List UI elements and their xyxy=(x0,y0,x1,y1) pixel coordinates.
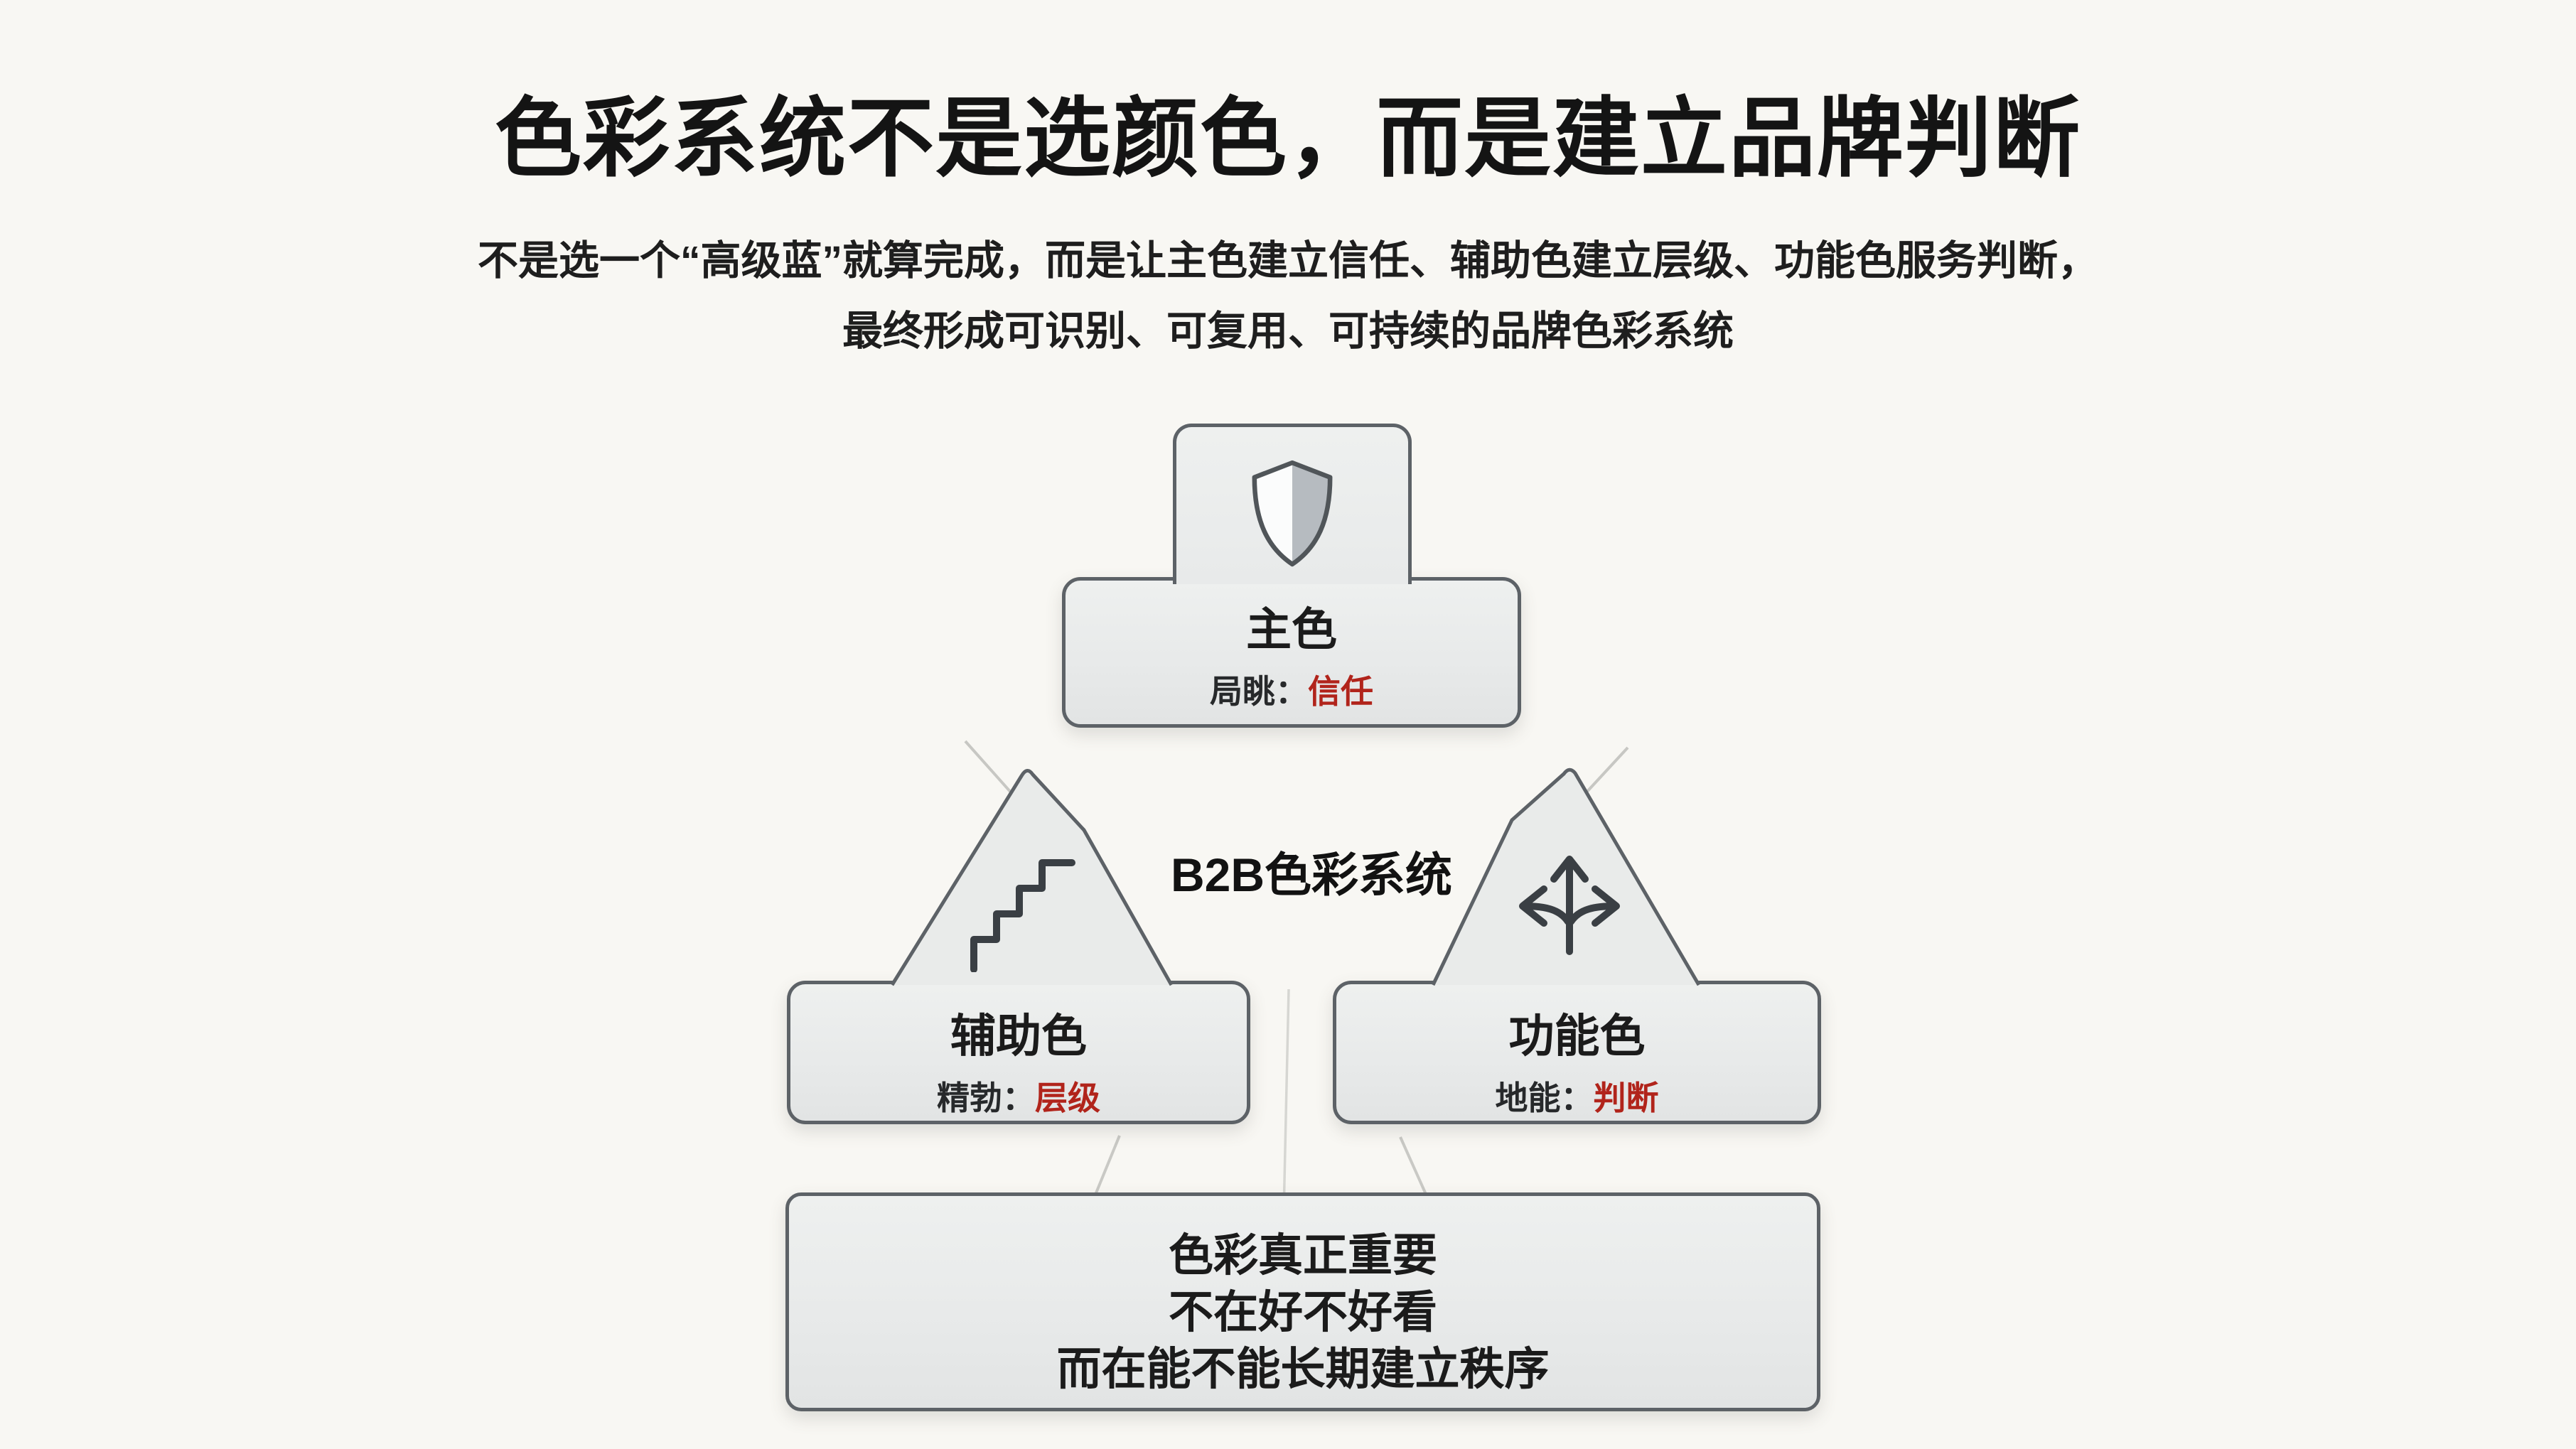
primary-node: 主色 局眺：信任 xyxy=(1062,577,1521,728)
functional-node: 功能色 地能：判断 xyxy=(1333,981,1821,1124)
primary-node-tab xyxy=(1173,424,1412,584)
secondary-role-value: 层级 xyxy=(1035,1079,1100,1117)
secondary-node-role: 精勃：层级 xyxy=(937,1072,1100,1119)
functional-node-title: 功能色 xyxy=(1508,1011,1646,1062)
primary-role-value: 信任 xyxy=(1308,673,1373,711)
conclusion-box: 色彩真正重要 不在好不好看 而在能不能长期建立秩序 xyxy=(785,1192,1820,1411)
stairs-icon xyxy=(970,859,1075,972)
conclusion-line-2: 不在好不好看 xyxy=(1169,1288,1437,1337)
directions-icon xyxy=(1519,856,1620,955)
functional-node-role: 地能：判断 xyxy=(1496,1072,1659,1119)
page-title: 色彩系统不是选颜色，而是建立品牌判断 xyxy=(495,90,2081,187)
primary-node-role: 局眺：信任 xyxy=(1210,666,1373,713)
conclusion-line-1: 色彩真正重要 xyxy=(1169,1231,1437,1281)
page-subtitle-line-2: 最终形成可识别、可复用、可持续的品牌色彩系统 xyxy=(842,308,1734,354)
primary-node-title: 主色 xyxy=(1246,604,1337,655)
functional-role-label: 地能： xyxy=(1495,1079,1594,1117)
secondary-mountain-shape xyxy=(890,769,1174,986)
secondary-node-title: 辅助色 xyxy=(950,1011,1087,1062)
shield-icon xyxy=(1252,460,1333,567)
secondary-node: 辅助色 精勃：层级 xyxy=(787,981,1250,1124)
conclusion-line-3: 而在能不能长期建立秩序 xyxy=(1056,1345,1550,1394)
center-label: B2B色彩系统 xyxy=(1170,849,1453,901)
secondary-role-label: 精勃： xyxy=(937,1079,1035,1117)
page-subtitle: 不是选一个“高级蓝”就算完成，而是让主色建立信任、辅助色建立层级、功能色服务判断… xyxy=(0,226,2576,367)
primary-role-label: 局眺： xyxy=(1210,673,1308,711)
functional-role-value: 判断 xyxy=(1593,1079,1659,1117)
page-subtitle-line-1: 不是选一个“高级蓝”就算完成，而是让主色建立信任、辅助色建立层级、功能色服务判断… xyxy=(478,238,2098,284)
